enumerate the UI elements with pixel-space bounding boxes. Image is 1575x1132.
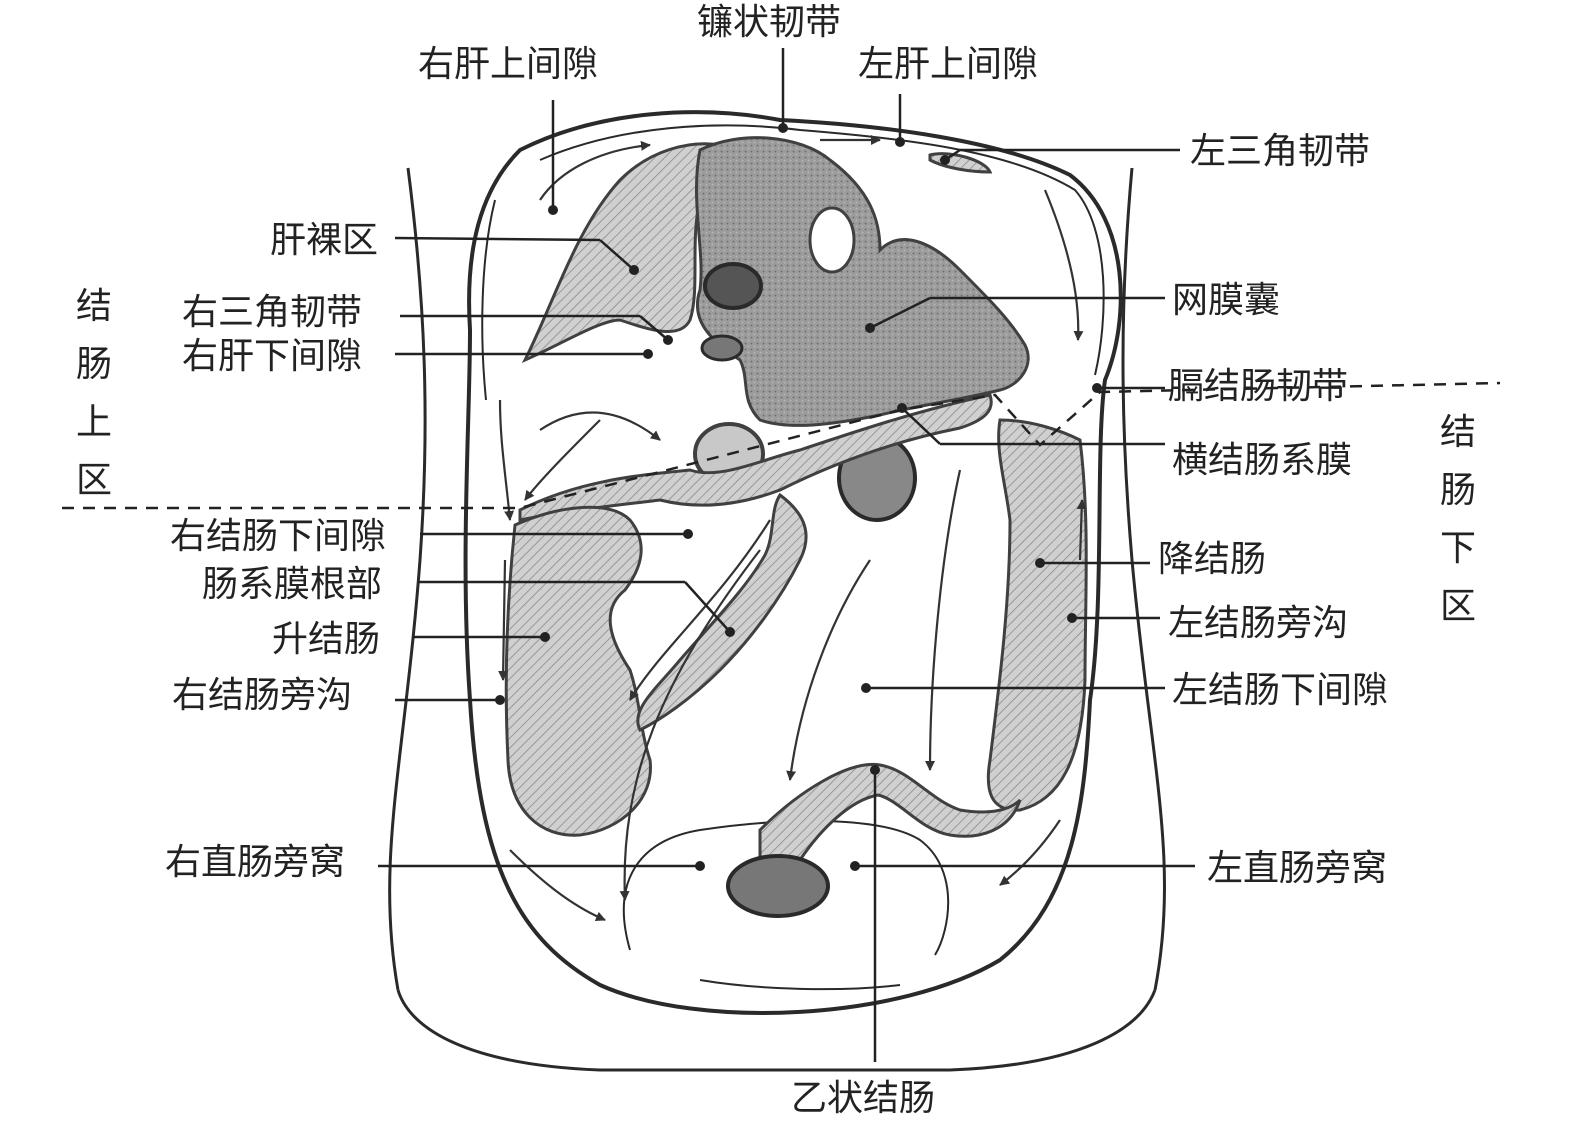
label-right-subhepatic-space: 右肝下间隙 [182, 336, 362, 377]
region-infracolic-char: 结 [1440, 412, 1476, 453]
label-descending-colon: 降结肠 [1158, 539, 1266, 580]
label-transverse-mesocolon: 横结肠系膜 [1172, 440, 1352, 481]
label-left-suprahepatic-space: 左肝上间隙 [858, 44, 1038, 85]
peritoneal-flow-arrows [498, 135, 1087, 922]
region-supracolic-char: 区 [76, 460, 112, 501]
label-right-infracolic-space: 右结肠下间隙 [170, 516, 386, 557]
label-left-paracolic-gutter: 左结肠旁沟 [1168, 603, 1348, 644]
label-left-triangular-ligament: 左三角韧带 [1190, 131, 1370, 172]
label-sigmoid-colon: 乙状结肠 [791, 1078, 935, 1119]
label-left-infracolic-space: 左结肠下间隙 [1172, 670, 1388, 711]
region-supracolic-char: 上 [76, 402, 112, 443]
region-supracolic-char: 结 [76, 286, 112, 327]
label-left-pararectal-fossa: 左直肠旁窝 [1207, 848, 1387, 889]
region-label-infracolic: 结 肠 下 区 [1440, 412, 1476, 627]
label-phrenicocolic-ligament: 膈结肠韧带 [1168, 366, 1348, 407]
portal-vein [700, 334, 744, 362]
liver-bare-area [521, 142, 723, 363]
label-ascending-colon: 升结肠 [272, 619, 380, 660]
left-triangular-ligament-shape [928, 152, 993, 174]
label-right-suprahepatic-space: 右肝上间隙 [418, 44, 598, 85]
region-supracolic-char: 肠 [76, 344, 112, 385]
label-omental-bursa: 网膜囊 [1172, 280, 1280, 321]
label-bare-area-of-liver: 肝裸区 [270, 220, 378, 261]
labels: 镰状韧带 右肝上间隙 左肝上间隙 左三角韧带 肝裸区 右三角韧带 右肝下间隙 网… [165, 2, 1388, 1119]
leader-lines [378, 48, 1195, 1062]
region-label-supracolic: 结 肠 上 区 [76, 286, 112, 501]
label-right-paracolic-gutter: 右结肠旁沟 [172, 675, 352, 716]
descending-colon-shape [986, 418, 1088, 812]
label-right-triangular-ligament: 右三角韧带 [182, 292, 362, 333]
mesentery-root-shape [636, 492, 808, 733]
region-infracolic-char: 肠 [1440, 470, 1476, 511]
region-infracolic-char: 区 [1440, 586, 1476, 627]
region-infracolic-char: 下 [1440, 528, 1476, 569]
label-right-pararectal-fossa: 右直肠旁窝 [165, 842, 345, 883]
ivc [703, 262, 763, 310]
label-root-of-mesentery: 肠系膜根部 [202, 564, 382, 605]
label-falciform-ligament: 镰状韧带 [697, 2, 841, 43]
rectum [726, 854, 830, 918]
stomach-lumen [808, 206, 856, 274]
sigmoid-colon-shape [758, 762, 1022, 877]
ascending-colon-shape [504, 505, 652, 837]
transverse-mesocolon-shape [518, 393, 993, 522]
